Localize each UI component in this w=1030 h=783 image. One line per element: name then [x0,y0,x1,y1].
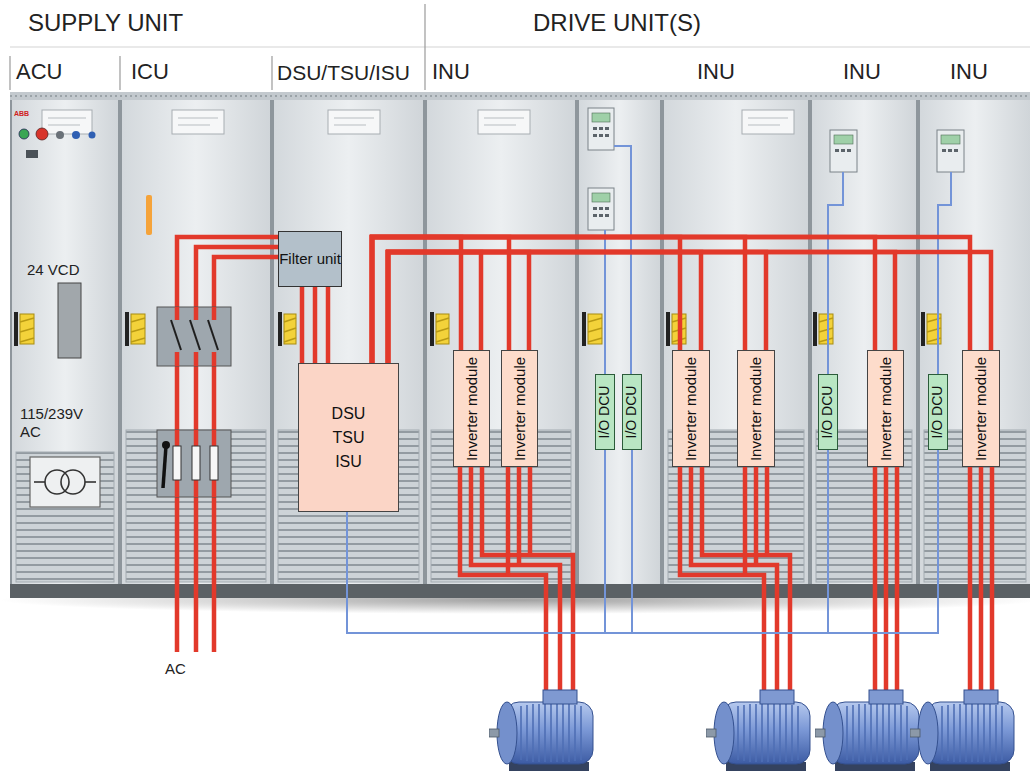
column-label: INU [950,59,988,85]
module-name: I/O DCU [597,386,612,439]
dc-bus-wires [372,237,991,363]
box-text: Filter unit [279,250,341,267]
module-name: I/O DCU [624,386,639,439]
module-name: Inverter module [877,356,894,460]
wire-segment [388,252,701,363]
io-dcu-box: I/O DCU [622,374,642,450]
wire-segment [372,237,461,363]
brand-logo: ABB [14,110,29,118]
wire-segment [388,252,766,363]
wire-segment [372,237,745,363]
io-dcu-box: I/O DCU [818,374,838,450]
section-heading: DRIVE UNIT(S) [533,9,701,38]
module-name: I/O DCU [930,386,945,439]
wire-segment [388,252,481,363]
inverter-module-box: Inverter module [501,350,538,467]
column-label: ICU [131,59,169,85]
column-label: INU [697,59,735,85]
box-text: DSU TSU ISU [327,402,371,474]
wire-segment [347,450,828,633]
column-label: INU [432,59,470,85]
voltage-label: 115/239V AC [20,405,92,441]
wire-segment [300,287,305,363]
filter-unit-box: Filter unit [278,231,342,287]
column-label: INU [843,59,881,85]
io-dcu-box: I/O DCU [595,374,615,450]
inverter-module-box: Inverter module [453,350,490,467]
wire-segment [372,237,680,363]
wire-segment [372,237,970,363]
wire-segment [388,252,991,363]
inverter-module-box: Inverter module [867,350,904,467]
wire-segment [372,237,509,363]
dc-bus-wires [372,237,529,363]
wire-segment [388,252,895,363]
wire-segment [326,287,331,363]
module-name: Inverter module [463,356,480,460]
control-link [347,450,938,633]
module-name: I/O DCU [820,386,835,439]
inverter-module-box: Inverter module [737,350,775,467]
dc-bus-wires [372,237,766,363]
wire-segment [347,450,938,633]
inverter-module-box: Inverter module [672,350,710,467]
supply-label: AC [165,660,186,678]
section-heading: SUPPLY UNIT [28,9,183,38]
module-name: Inverter module [973,356,990,460]
wire-segment [388,252,529,363]
module-name: Inverter module [683,356,700,460]
dc-bus-wires [372,237,895,363]
io-dcu-box: I/O DCU [928,374,948,450]
column-label: DSU/TSU/ISU [277,60,410,85]
voltage-label: 24 VCD [27,261,80,279]
ac-feed-wires [302,287,328,363]
wire-segment [372,237,875,363]
column-label: ACU [16,59,62,85]
module-name: Inverter module [748,356,765,460]
dc-bus-wires [372,237,701,363]
module-name: Inverter module [511,356,528,460]
wire-segment [313,287,318,363]
control-link [347,450,828,633]
inverter-module-box: Inverter module [962,350,1000,467]
supply-unit-box: DSU TSU ISU [298,363,399,512]
